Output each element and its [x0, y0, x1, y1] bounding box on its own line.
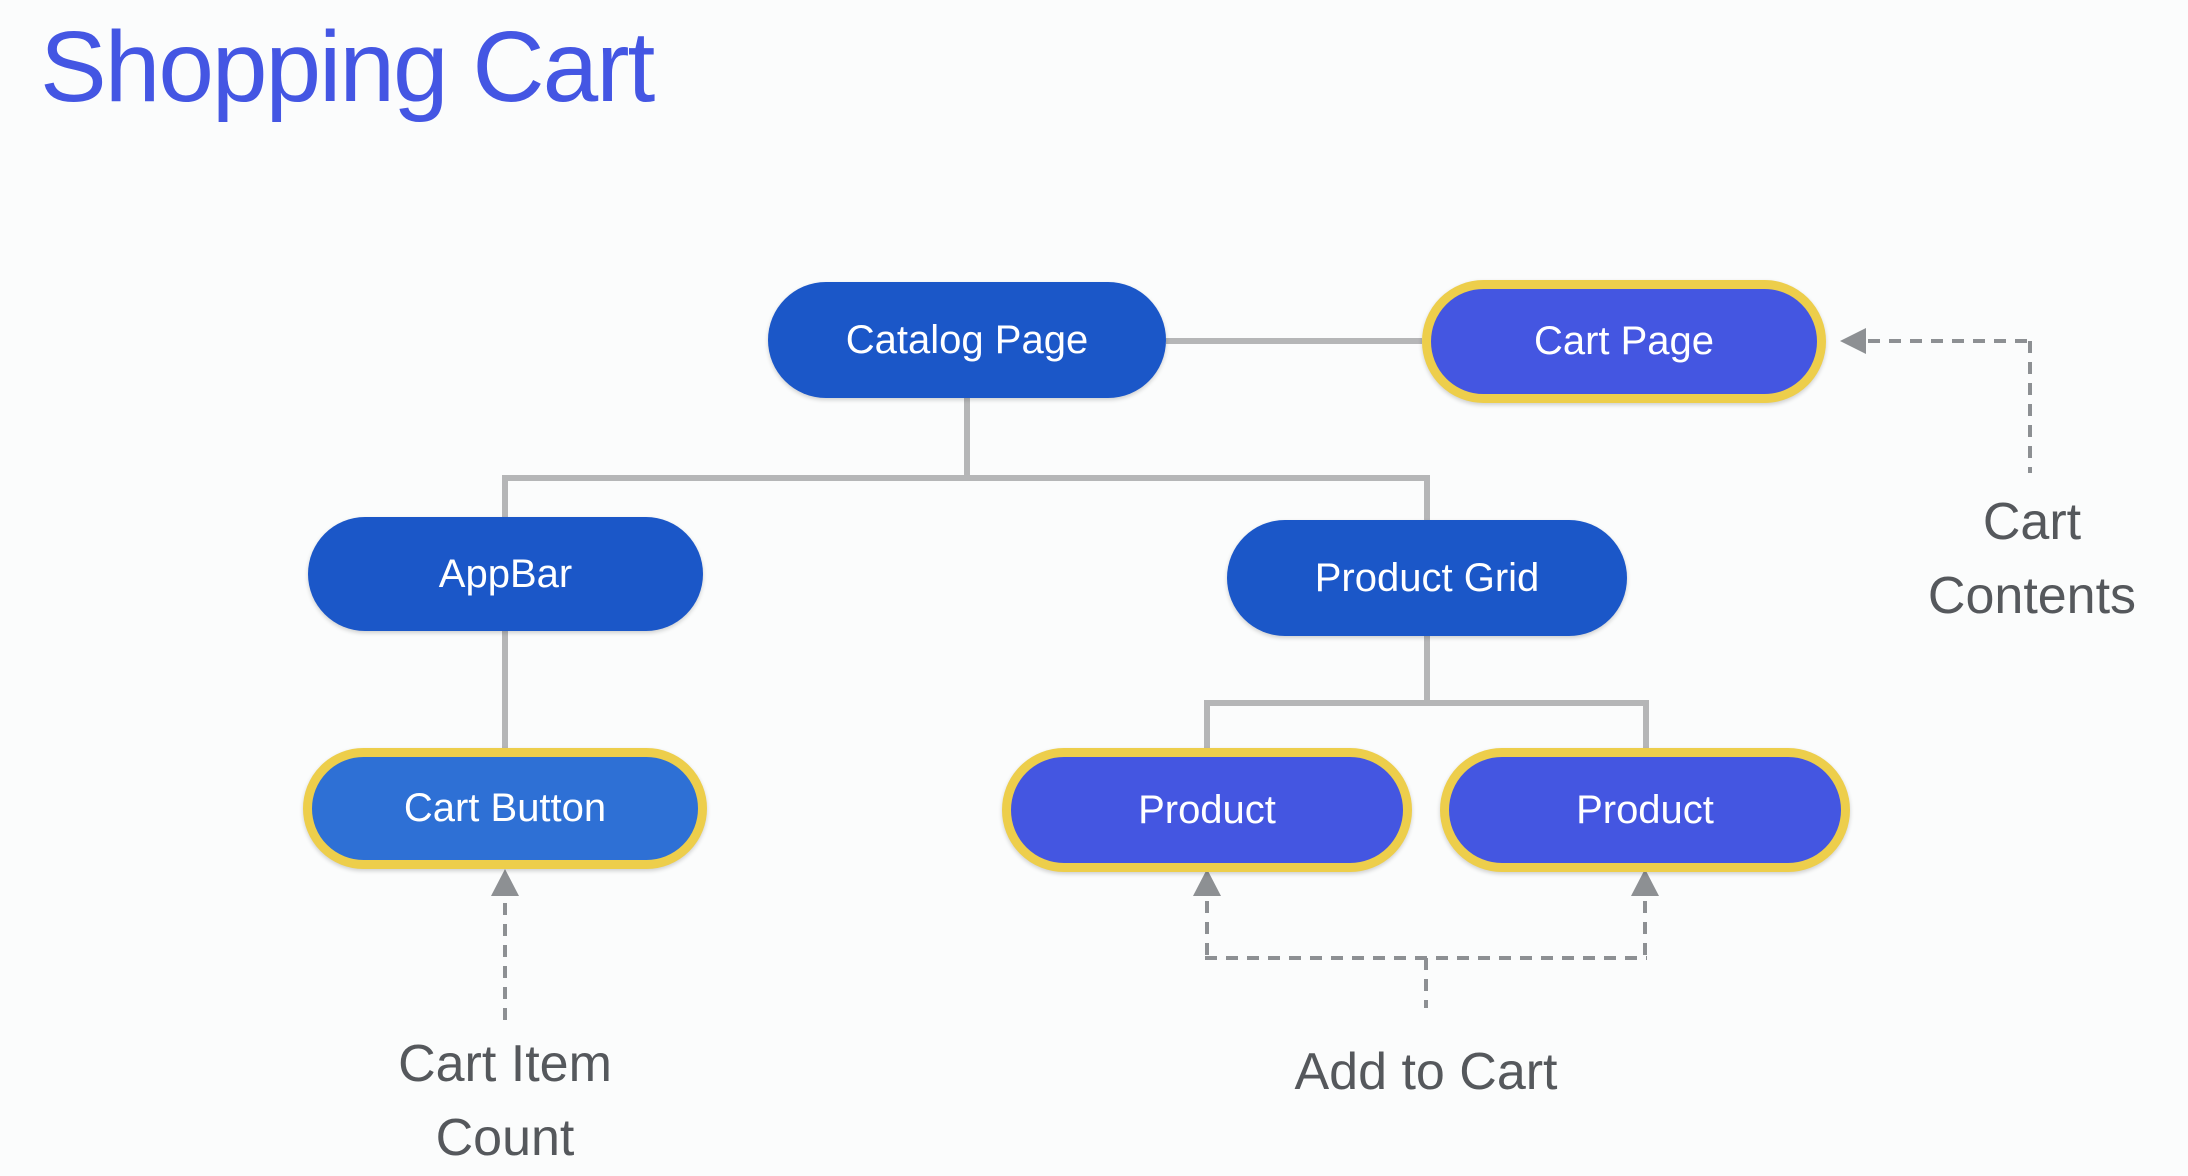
node-label: Cart Button: [403, 786, 607, 830]
connector-rail1-to-productgrid: [1424, 478, 1430, 523]
annotation-line: Cart Item: [398, 1035, 612, 1093]
arrow-left-icon: [1840, 328, 1866, 354]
annotation-line: Cart: [1982, 493, 2082, 551]
connector-rail2-to-product-left: [1204, 703, 1210, 751]
annotation-line: Count: [435, 1108, 575, 1167]
node-product-grid: Product Grid: [1227, 520, 1627, 636]
annotation-add-to-cart: Add to Cart: [1206, 1036, 1646, 1110]
annotation-line: Contents: [1927, 566, 2137, 625]
dashed-line-add-to-cart-right: [1643, 901, 1647, 958]
node-cart-page: Cart Page: [1422, 280, 1826, 403]
dashed-line-add-to-cart-stem: [1424, 958, 1428, 1008]
annotation-cart-contents: Cart Contents: [1882, 486, 2182, 634]
node-label: AppBar: [438, 551, 573, 596]
connector-appbar-to-cartbutton: [502, 629, 508, 751]
arrow-up-icon: [1631, 869, 1659, 896]
page-title: Shopping Cart: [40, 11, 655, 123]
node-label: Cart Page: [1533, 319, 1715, 363]
annotation-cart-item-count: Cart Item Count: [305, 1028, 705, 1176]
connector-rail2-to-product-right: [1643, 703, 1649, 751]
annotation-line: Add to Cart: [1294, 1043, 1558, 1101]
node-label: Product: [1138, 787, 1276, 832]
dashed-line-add-to-cart-left: [1205, 901, 1209, 958]
arrow-up-icon: [1193, 869, 1221, 896]
node-appbar: AppBar: [308, 517, 703, 631]
node-product-right: Product: [1440, 748, 1850, 872]
dashed-line-cart-contents-horizontal: [1868, 339, 2032, 343]
dashed-line-cart-contents-vertical: [2028, 341, 2032, 473]
connector-rail-catalog-children: [502, 475, 1430, 481]
node-catalog-page: Catalog Page: [768, 282, 1166, 398]
arrow-up-icon: [491, 869, 519, 896]
connector-rail-productgrid-children: [1204, 700, 1649, 706]
connector-catalog-to-cartpage: [1166, 338, 1422, 344]
node-product-left: Product: [1002, 748, 1412, 872]
node-label: Catalog Page: [845, 317, 1089, 362]
connector-productgrid-down: [1424, 634, 1430, 703]
connector-rail1-to-appbar: [502, 478, 508, 520]
node-cart-button: Cart Button: [303, 748, 707, 869]
dashed-line-cart-item-count: [503, 903, 507, 1021]
node-label: Product Grid: [1314, 555, 1540, 600]
connector-catalog-down: [964, 396, 970, 478]
node-label: Product: [1576, 787, 1714, 832]
